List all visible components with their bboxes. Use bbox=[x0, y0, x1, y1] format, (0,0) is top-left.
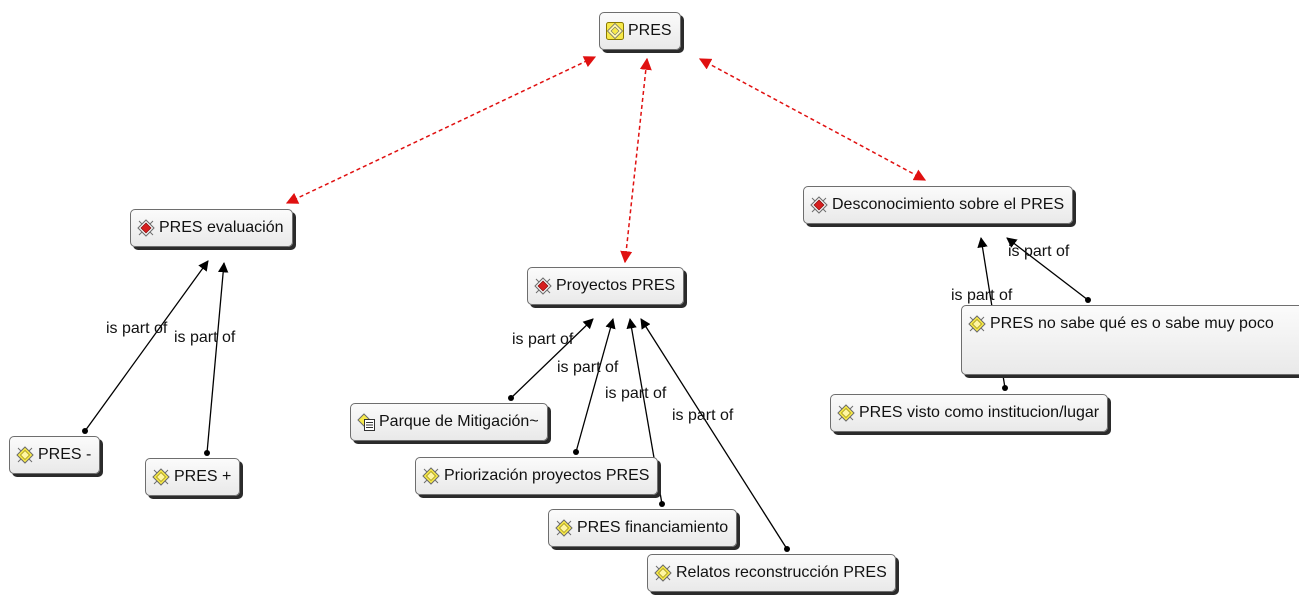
red-diamond-icon bbox=[137, 219, 155, 237]
node-pres[interactable]: PRES bbox=[599, 12, 681, 50]
link-anchor-dot bbox=[1085, 297, 1091, 303]
link-anchor-dot bbox=[508, 395, 514, 401]
edge-label-is-part-of: is part of bbox=[557, 359, 619, 376]
edge-label-is-part-of: is part of bbox=[512, 331, 574, 348]
yellow-diamond-icon bbox=[152, 468, 170, 486]
node-label: Desconocimiento sobre el PRES bbox=[832, 196, 1065, 213]
association-link-desconocimiento[interactable] bbox=[698, 58, 927, 181]
node-label: PRES evaluación bbox=[159, 219, 284, 236]
node-label: PRES visto como institucion/lugar bbox=[859, 404, 1100, 421]
link-anchor-dot bbox=[204, 450, 210, 456]
link-anchor-dot bbox=[1002, 385, 1008, 391]
node-label: PRES bbox=[628, 22, 672, 39]
red-diamond-icon bbox=[534, 277, 552, 295]
edge-label-is-part-of: is part of bbox=[951, 287, 1013, 304]
node-label: PRES - bbox=[38, 446, 92, 463]
node-label: PRES financiamiento bbox=[577, 519, 729, 536]
node-priorizacion-proyectos[interactable]: Priorización proyectos PRES bbox=[415, 457, 659, 495]
part-of-link-pres-plus[interactable] bbox=[206, 261, 229, 454]
node-label: Proyectos PRES bbox=[556, 277, 676, 294]
link-anchor-dot bbox=[659, 501, 665, 507]
node-pres-minus[interactable]: PRES - bbox=[9, 436, 101, 474]
node-label: PRES no sabe qué es o sabe muy poco bbox=[990, 315, 1274, 332]
edge-label-is-part-of: is part of bbox=[174, 329, 236, 346]
link-anchor-dot bbox=[784, 546, 790, 552]
node-pres-plus[interactable]: PRES + bbox=[145, 458, 241, 496]
association-link-pres-evaluacion[interactable] bbox=[285, 56, 597, 204]
association-link-proyectos-pres[interactable] bbox=[620, 57, 652, 264]
yellow-diamond-icon bbox=[837, 404, 855, 422]
yellow-diamond-icon bbox=[606, 22, 624, 40]
link-anchor-dot bbox=[573, 449, 579, 455]
node-pres-financiamiento[interactable]: PRES financiamiento bbox=[548, 509, 738, 547]
edge-label-is-part-of: is part of bbox=[605, 385, 667, 402]
yellow-diamond-icon bbox=[968, 315, 986, 333]
node-label: PRES + bbox=[174, 468, 232, 485]
node-label: Relatos reconstrucción PRES bbox=[676, 564, 887, 581]
node-label: Priorización proyectos PRES bbox=[444, 467, 650, 484]
node-relatos-reconstruccion[interactable]: Relatos reconstrucción PRES bbox=[647, 554, 896, 592]
link-anchor-dot bbox=[82, 428, 88, 434]
node-pres-no-sabe[interactable]: PRES no sabe qué es o sabe muy poco bbox=[961, 305, 1299, 375]
node-desconocimiento[interactable]: Desconocimiento sobre el PRES bbox=[803, 186, 1074, 224]
yellow-diamond-icon bbox=[555, 519, 573, 537]
yellow-diamond-icon bbox=[422, 467, 440, 485]
red-diamond-icon bbox=[810, 196, 828, 214]
edge-label-is-part-of: is part of bbox=[1008, 243, 1070, 260]
node-pres-visto-como[interactable]: PRES visto como institucion/lugar bbox=[830, 394, 1109, 432]
node-parque-de-mitigacion[interactable]: Parque de Mitigación~ bbox=[350, 403, 548, 441]
node-label: Parque de Mitigación~ bbox=[379, 413, 539, 430]
edge-label-is-part-of: is part of bbox=[672, 407, 734, 424]
yellow-diamond-icon bbox=[16, 446, 34, 464]
node-proyectos-pres[interactable]: Proyectos PRES bbox=[527, 267, 685, 305]
node-pres-evaluacion[interactable]: PRES evaluación bbox=[130, 209, 293, 247]
yellow-diamond-icon bbox=[654, 564, 672, 582]
memo-diamond-icon bbox=[357, 413, 375, 431]
edge-label-is-part-of: is part of bbox=[106, 320, 168, 337]
